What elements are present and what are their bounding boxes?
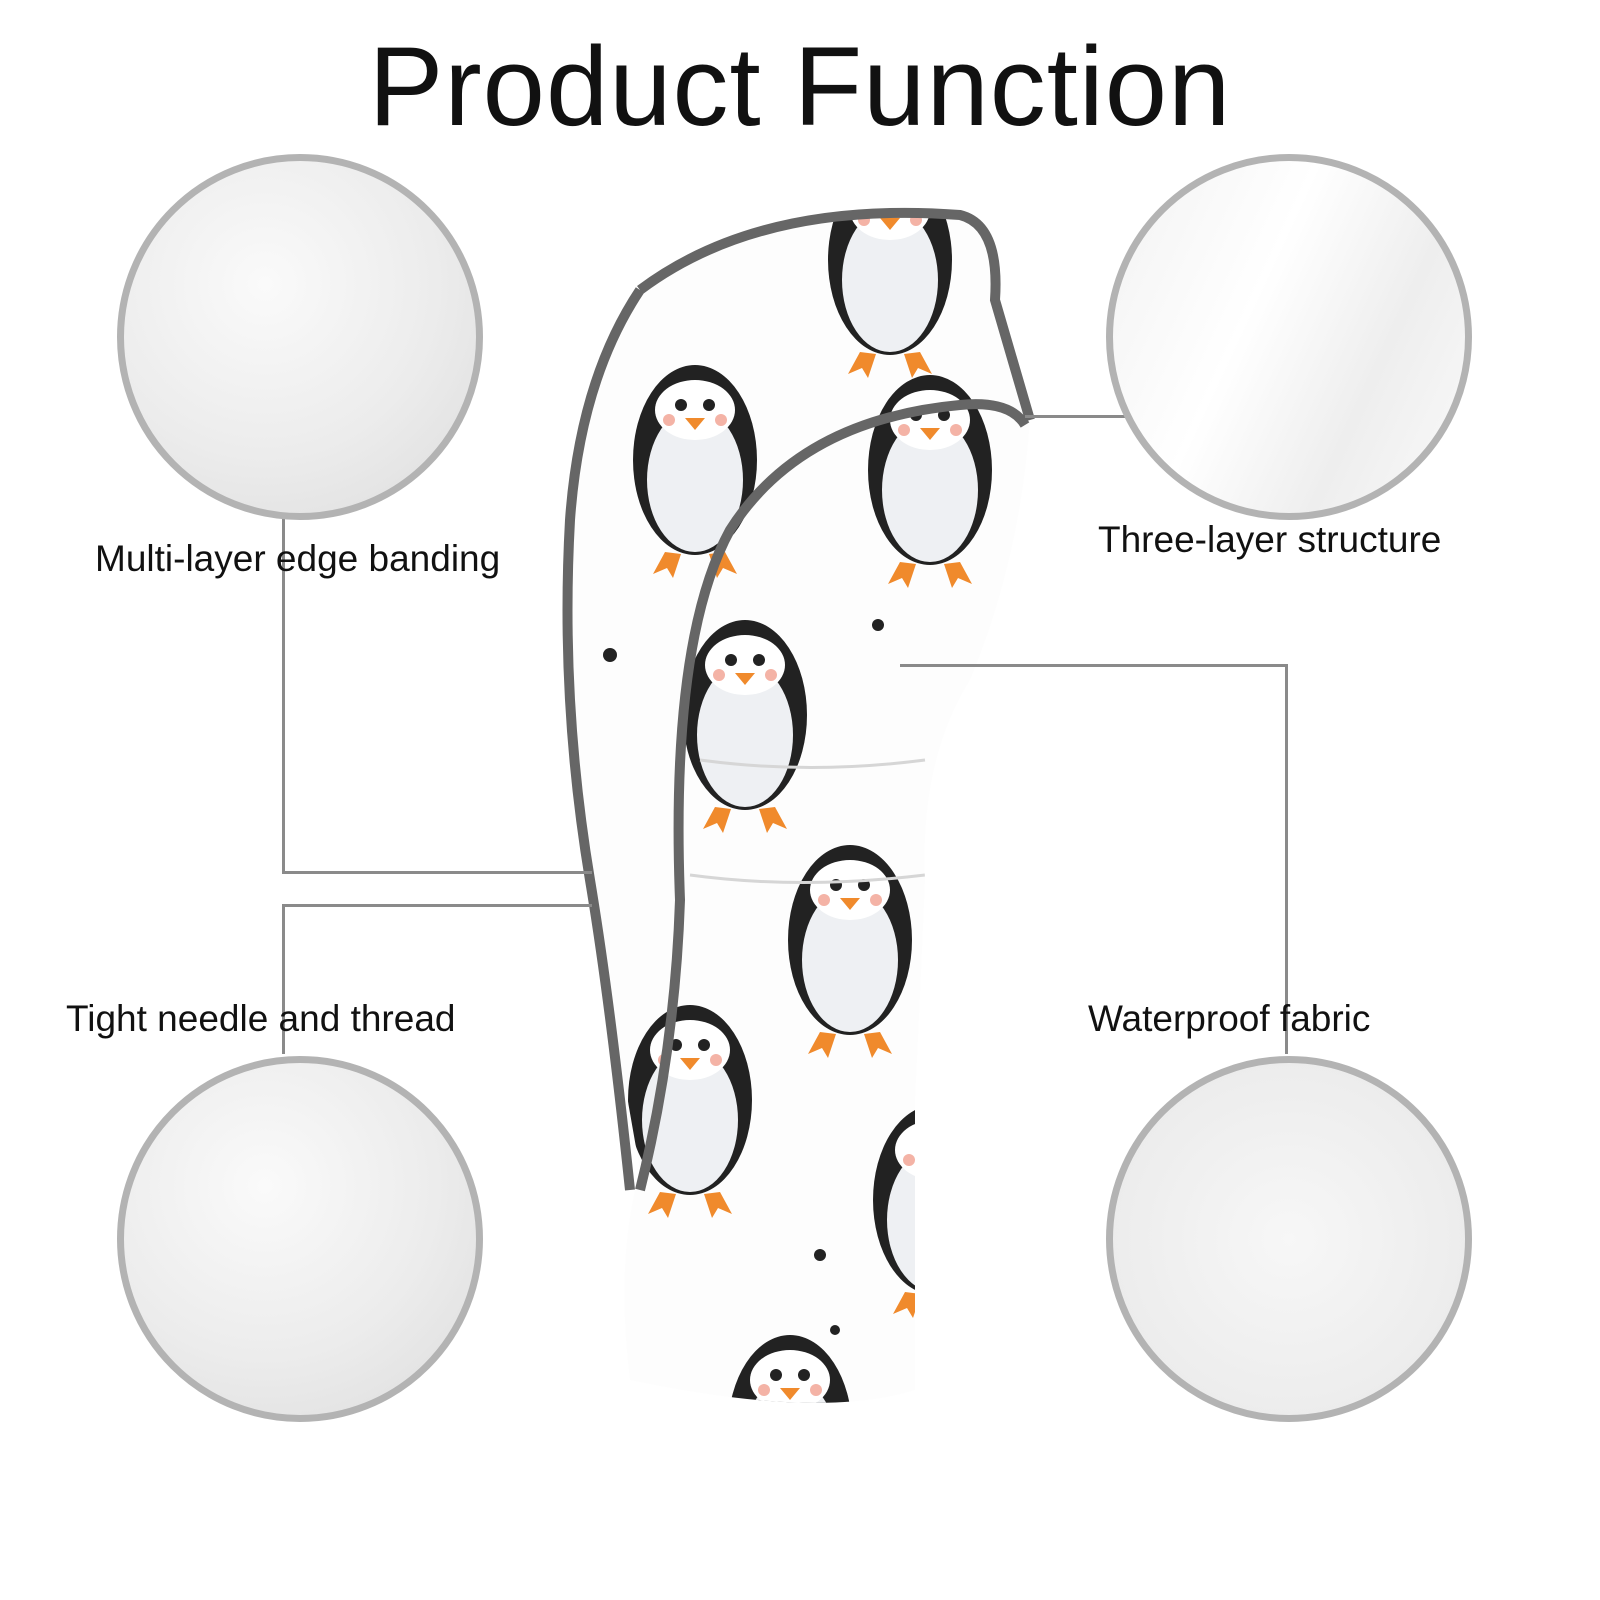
page-title: Product Function xyxy=(368,24,1232,149)
detail-circle-needle-thread xyxy=(117,1056,483,1422)
connector-line xyxy=(1025,415,1125,418)
feature-label-needle-thread: Tight needle and thread xyxy=(66,998,456,1039)
detail-circle-three-layer xyxy=(1106,154,1472,520)
detail-circle-edge-banding xyxy=(117,154,483,520)
connector-line xyxy=(900,664,1288,667)
feature-label-waterproof: Waterproof fabric xyxy=(1088,998,1371,1039)
feature-label-edge-banding: Multi-layer edge banding xyxy=(95,538,501,579)
connector-line xyxy=(282,512,285,874)
connector-line xyxy=(1285,664,1288,1054)
detail-circle-waterproof xyxy=(1106,1056,1472,1422)
connector-line xyxy=(282,871,592,874)
connector-line xyxy=(282,904,592,907)
feature-label-three-layer: Three-layer structure xyxy=(1098,519,1442,560)
connector-line xyxy=(282,904,285,1054)
